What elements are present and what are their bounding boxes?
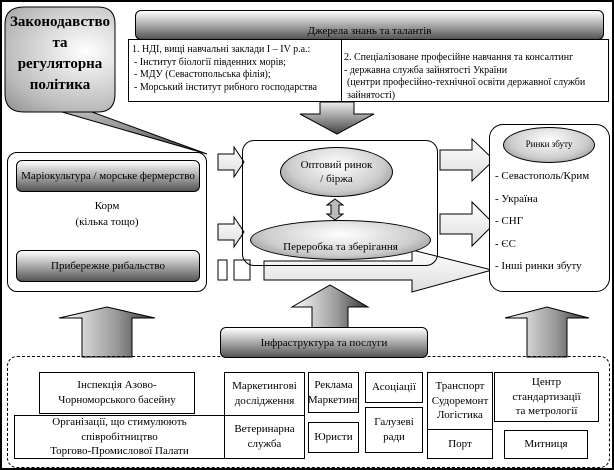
- arrow-up-center: [290, 284, 370, 329]
- organizations-box: Організації, що стимулюють співробітницт…: [14, 415, 225, 459]
- legislation-callout-shape: [4, 6, 208, 155]
- market-item: - Інші ринки збуту: [495, 260, 582, 272]
- small-block-1: [217, 259, 228, 281]
- production-panel: [7, 152, 207, 292]
- legislation-line: Законодавство: [10, 14, 110, 30]
- organizations-label-2: Торгово-Промислової Палати: [50, 445, 189, 458]
- small-block-2: [233, 259, 251, 281]
- knowledge-right-heading: 2. Спеціалізоване професійне навчання та…: [344, 52, 574, 63]
- associations-label: Асоціації: [372, 381, 416, 394]
- market-item: - Севастополь/Крим: [495, 170, 590, 182]
- knowledge-right: 2. Спеціалізоване професійне навчання та…: [342, 40, 608, 101]
- transport-box: Транспорт Судоремонт Логістика: [427, 372, 493, 430]
- wholesale-market-ellipse: Оптовий ринок / біржа: [280, 147, 393, 197]
- coastal-fishing-bar: Прибережне рибальство: [16, 250, 200, 282]
- arrow-right-1: [217, 145, 245, 179]
- arrow-right-market-1: [439, 137, 495, 183]
- port-label: Порт: [448, 437, 472, 450]
- port-box: Порт: [427, 429, 493, 459]
- associations-box: Асоціації: [365, 372, 423, 403]
- knowledge-item: - державна служба зайнятості України: [344, 64, 508, 76]
- customs-label: Митниця: [524, 438, 568, 451]
- lawyers-label: Юристи: [314, 431, 353, 444]
- veterinary-box: Ветеринарна служба: [224, 415, 305, 459]
- knowledge-item: - Морський інститут рибного господарства: [134, 81, 318, 93]
- arrow-up-left: [58, 306, 156, 358]
- marketing-research-label: Маркетингові дослідження: [232, 380, 297, 407]
- legislation-line: та: [52, 35, 68, 51]
- feed-note: (кілька тощо): [75, 216, 139, 228]
- veterinary-label: Ветеринарна служба: [234, 423, 295, 450]
- knowledge-panel: 1. НДІ, вищі навчальні заклади І – IV р.…: [128, 39, 609, 102]
- feed-block: Корм (кілька тощо): [7, 198, 207, 230]
- knowledge-item: (центри професійно-технічної освіти держ…: [347, 77, 586, 101]
- feed-label: Корм: [94, 200, 120, 212]
- wholesale-label: Оптовий ринок: [300, 158, 373, 171]
- councils-label: Галузеві ради: [374, 416, 414, 443]
- knowledge-left-heading: 1. НДІ, вищі навчальні заклади І – IV р.…: [132, 44, 311, 55]
- mariculture-label: Маріокультура / морське фермерство: [21, 170, 195, 182]
- market-item: - Україна: [495, 192, 538, 205]
- mariculture-bar: Маріокультура / морське фермерство: [16, 160, 200, 192]
- legislation-line: політика: [29, 77, 91, 93]
- inspection-label: Інспекція Азово-Чорноморського басейну: [58, 379, 176, 406]
- standards-label: Центр стандартизації та метрології: [512, 375, 581, 418]
- knowledge-left: 1. НДІ, вищі навчальні заклади І – IV р.…: [129, 40, 342, 101]
- market-center-panel: [242, 140, 438, 266]
- markets-panel: Ринки збуту - Севастополь/Крим - Україна…: [489, 124, 610, 292]
- exchange-label: / біржа: [320, 173, 353, 185]
- infrastructure-title: Інфраструктура та послуги: [260, 336, 388, 349]
- markets-list: - Севастополь/Крим - Україна - СНГ - ЄС …: [495, 165, 589, 278]
- arrow-right-2: [217, 215, 245, 249]
- processing-label: Переробка та зберігання: [283, 240, 398, 253]
- knowledge-header: Джерела знань та талантів: [135, 10, 604, 40]
- processing-ellipse: Переробка та зберігання: [250, 220, 431, 260]
- legislation-line: регуляторна: [17, 56, 103, 72]
- marketing-research-box: Маркетингові дослідження: [224, 372, 305, 416]
- market-item: - СНГ: [495, 215, 524, 227]
- market-item: - ЄС: [495, 237, 517, 250]
- standards-box: Центр стандартизації та метрології: [494, 372, 599, 422]
- customs-box: Митниця: [504, 430, 588, 459]
- knowledge-title: Джерела знань та талантів: [307, 25, 432, 37]
- markets-title: Ринки збуту: [525, 139, 573, 150]
- advertising-label: Реклама Маркетинг: [307, 378, 360, 406]
- arrow-up-right: [504, 306, 590, 358]
- markets-ellipse: Ринки збуту: [503, 127, 595, 163]
- infrastructure-header: Інфраструктура та послуги: [220, 327, 428, 358]
- organizations-label: Організації, що стимулюють співробітницт…: [52, 415, 187, 443]
- knowledge-item: - МДУ (Севастопольська філія);: [134, 69, 271, 80]
- advertising-box: Реклама Маркетинг: [308, 372, 359, 413]
- inspection-box: Інспекція Азово-Чорноморського басейну: [39, 372, 195, 414]
- arrow-right-market-2: [439, 200, 495, 248]
- arrow-down-knowledge: [299, 101, 375, 135]
- transport-label: Транспорт Судоремонт Логістика: [431, 379, 489, 422]
- lawyers-box: Юристи: [308, 422, 359, 453]
- knowledge-item: - Інститут біології південних морів;: [134, 56, 286, 68]
- coastal-fishing-label: Прибережне рибальство: [51, 260, 165, 272]
- councils-box: Галузеві ради: [365, 407, 423, 453]
- legislation-callout: Законодавство та регуляторна політика: [5, 12, 115, 96]
